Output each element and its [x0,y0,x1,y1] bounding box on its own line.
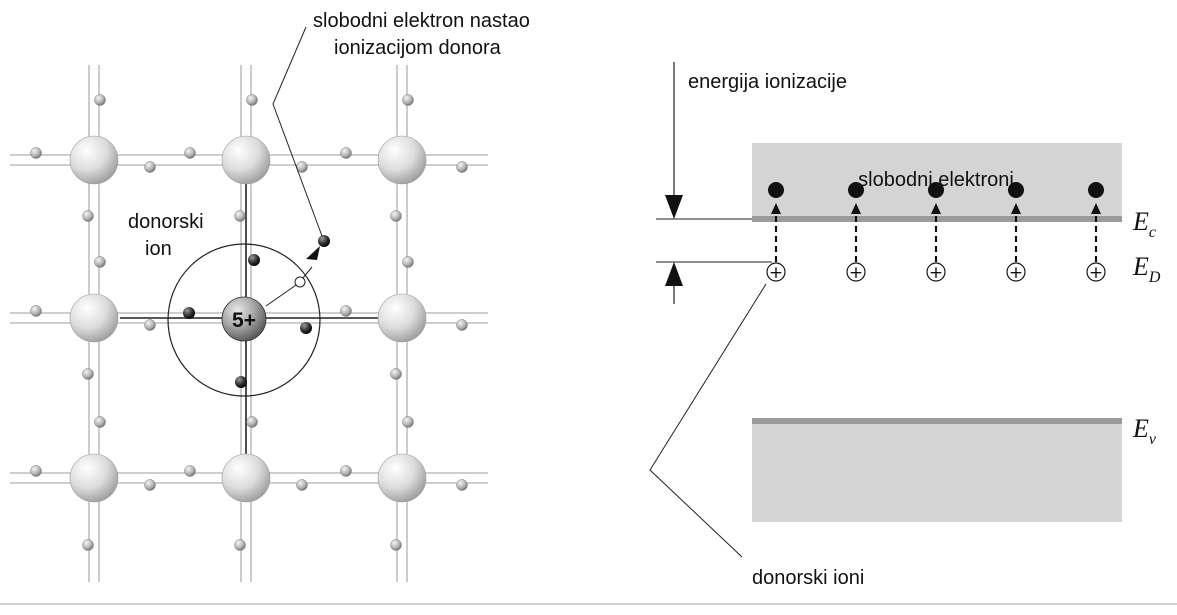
conduction-electron [768,182,784,198]
donor-ion-symbol [926,262,946,282]
lattice-atom [377,453,427,503]
conduction-electron [928,182,944,198]
valence-electron [390,368,402,380]
donor-ion-plus: + [1009,263,1023,283]
ionization-path [302,266,313,279]
valence-electron [30,147,42,159]
ionization-arrow-head [851,203,861,214]
valence-electron [184,465,196,477]
valence-electron [144,161,156,173]
valence-electron [456,479,468,491]
bound-electrons [183,254,312,388]
valence-electron [456,161,468,173]
valence-electron [456,319,468,331]
lattice-atom [377,135,427,185]
conduction-electron [848,182,864,198]
ionization-arrow-head [771,203,781,214]
hole-marker [294,276,306,288]
valence-electron [340,147,352,159]
valence-electron [234,210,246,222]
donor-ion-plus: + [1089,263,1103,283]
bound-electron [183,307,195,319]
donor-ions-label: donorski ioni [752,567,864,589]
valence-electron [82,368,94,380]
valence-electron [390,539,402,551]
valence-electron [82,539,94,551]
ionization-arrow-head [1091,203,1101,214]
core-charge-label: 5+ [232,309,256,332]
ionization-energy-arrow-head-down [665,195,683,219]
valence-electron [402,416,414,428]
valence-electron [30,305,42,317]
bound-electron [248,254,260,266]
lattice-atom [69,293,119,343]
lattice-atom [69,453,119,503]
ev-level-label: Ev [1132,414,1157,448]
escape-arrow-head [306,246,320,260]
valence-electron [184,147,196,159]
free-electron-label-line2: ionizacijom donora [334,37,502,59]
lattice-small-atoms [30,94,468,551]
energy-band-diagram: slobodni elektroni energija ionizacije +… [649,62,1161,589]
valence-band [752,424,1122,522]
donor-ion-plus: + [769,263,783,283]
conduction-electron [1088,182,1104,198]
donor-ion-symbol [1086,262,1106,282]
valence-electron [30,465,42,477]
valence-electron [94,94,106,106]
valence-electron [296,479,308,491]
donor-ions-leader-line [649,283,767,558]
free-electron [318,235,330,247]
ionization-path [265,282,300,307]
valence-electron [402,256,414,268]
ionization-energy-label: energija ionizacije [688,71,847,93]
lattice-atom [221,453,271,503]
ec-level-label: Ec [1132,207,1156,241]
ed-level-label: ED [1132,252,1161,286]
bound-electron [300,322,312,334]
valence-electron [234,539,246,551]
donor-ion-symbol [846,262,866,282]
valence-electron [144,319,156,331]
valence-electron [144,479,156,491]
valence-electron [94,416,106,428]
lattice-atom [69,135,119,185]
valence-electron [340,305,352,317]
donor-ion-symbol [766,262,786,282]
conduction-electron [1008,182,1024,198]
valence-electron [82,210,94,222]
donor-ion-plus: + [929,263,943,283]
donor-ion-orbit [167,243,321,397]
donor-columns: + + + + + [766,182,1106,283]
valence-electron [246,416,258,428]
free-electron-leader-line [272,26,323,237]
valence-electron [94,256,106,268]
donor-ion-plus: + [849,263,863,283]
bound-electron [235,376,247,388]
ionization-arrow-head [931,203,941,214]
lattice-atom [221,135,271,185]
valence-electron [390,210,402,222]
valence-electron [246,94,258,106]
valence-band-edge [752,418,1122,424]
valence-electron [340,465,352,477]
donor-ion-label-line1: donorski [128,211,204,233]
crystal-lattice: 5+ slobodni elektron nastao ionizacijom … [10,10,530,582]
valence-electron [402,94,414,106]
lattice-atom [377,293,427,343]
donor-ion-symbol [1006,262,1026,282]
ionization-arrow-head [1011,203,1021,214]
ionization-energy-arrow-head-up [665,262,683,286]
free-electron-label-line1: slobodni elektron nastao [313,10,530,32]
donor-core-atom [221,296,267,342]
donor-ion-label-line2: ion [145,238,172,260]
lattice-big-atoms [69,135,427,503]
conduction-band-label: slobodni elektroni [858,169,1014,191]
